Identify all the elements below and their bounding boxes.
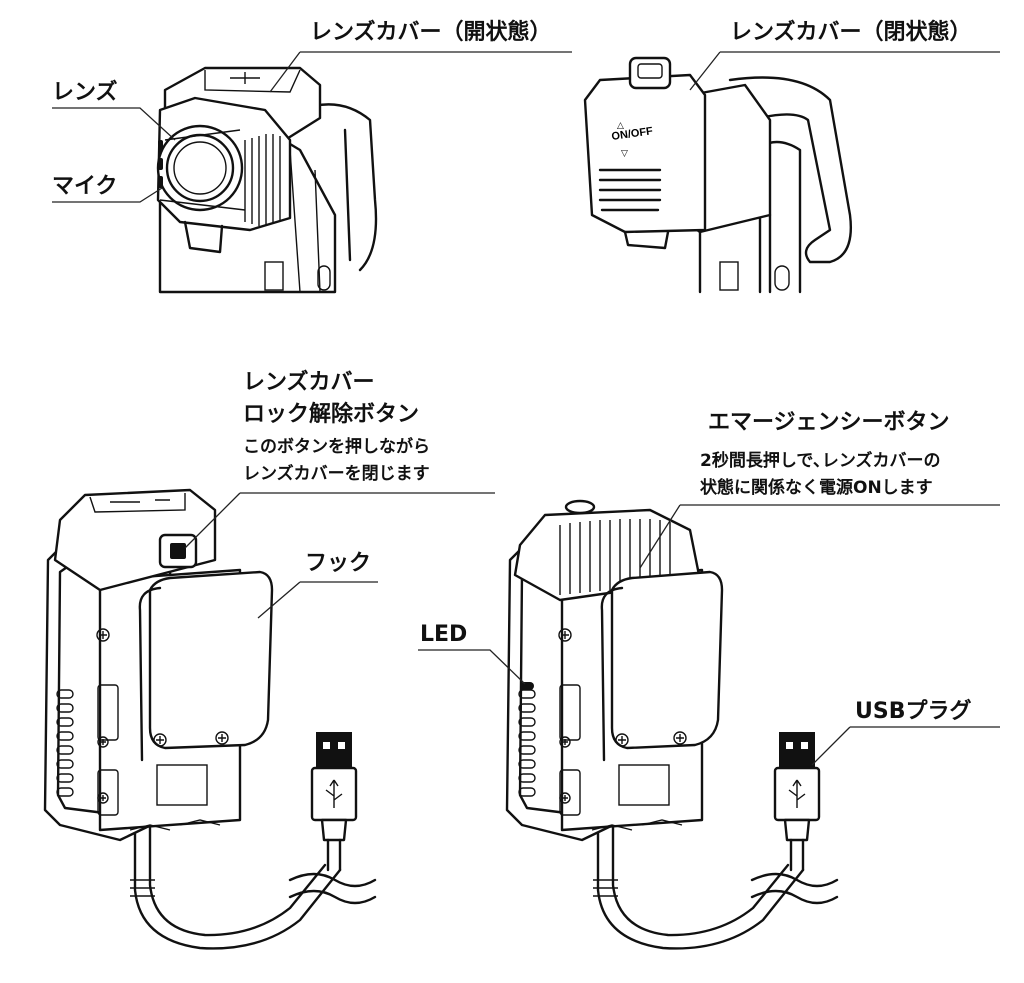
usb-plug-right: [773, 732, 821, 872]
screw-icon: [96, 628, 229, 804]
mic-label: マイク: [52, 174, 118, 199]
lock-release-title-line1: レンズカバー: [243, 370, 375, 395]
switch-text: ON/OFF: [611, 125, 654, 143]
hook-label: フック: [305, 551, 372, 576]
camera-open-cover: [156, 66, 378, 294]
led-indicator: [520, 682, 534, 690]
usb-plug-label: USBプラグ: [855, 699, 972, 724]
lock-release-desc-line1: このボタンを押しながら: [243, 437, 430, 457]
usb-plug-left: [310, 732, 358, 872]
side-holes: [56, 689, 74, 797]
led-label: LED: [420, 622, 468, 647]
arrow-down-icon: ▽: [621, 149, 628, 159]
lens-label: レンズ: [52, 80, 118, 105]
camera-back-emergency: [505, 499, 839, 950]
camera-back-lock: [43, 488, 377, 950]
lock-release-desc-line2: レンズカバーを閉じます: [243, 464, 430, 484]
emergency-desc-line2: 状態に関係なく電源ONします: [700, 478, 933, 498]
wave-break-icon: [288, 872, 377, 905]
wave-break-icon: [750, 872, 839, 905]
camera-closed-cover: [583, 56, 852, 294]
lock-release-title-line2: ロック解除ボタン: [243, 402, 420, 427]
lens-cover-closed-label: レンズカバー（閉状態）: [730, 20, 972, 45]
emergency-button-title: エマージェンシーボタン: [708, 410, 950, 435]
arrow-up-icon: △: [617, 121, 624, 131]
emergency-desc-line1: 2秒間長押しで､レンズカバーの: [700, 451, 941, 471]
lens-cover-open-label: レンズカバー（開状態）: [310, 20, 552, 45]
